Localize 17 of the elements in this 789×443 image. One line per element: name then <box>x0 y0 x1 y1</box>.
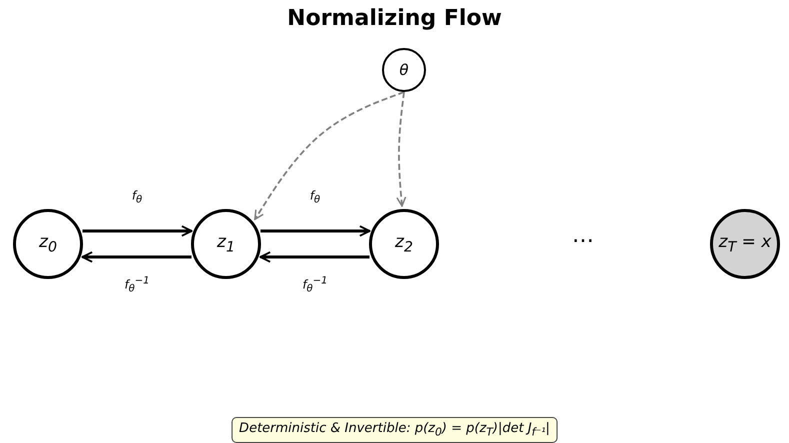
node-label: z$_{2}$ <box>395 232 413 256</box>
edge-label: f$_{θ}$ <box>308 188 322 206</box>
arrow <box>260 251 370 263</box>
edge-label: f$_{θ}$ <box>130 188 144 206</box>
arrow <box>260 225 370 237</box>
ellipsis: ⋯ <box>572 228 594 254</box>
arrow <box>82 251 192 263</box>
arrow <box>82 225 192 237</box>
caption-note: Deterministic & Invertible: p(z$_{0}$) = p(z$_{T}$)|det J$_{f⁻¹}$| <box>231 417 558 443</box>
node-label: z$_{0}$ <box>39 232 57 256</box>
node-label: z$_{1}$ <box>217 232 235 256</box>
arrow <box>396 92 406 207</box>
diagram-title: Normalizing Flow <box>287 6 502 31</box>
state-circle <box>382 48 426 92</box>
node-label: z$_{T}$ = x <box>718 232 772 256</box>
node-label: θ <box>399 61 409 79</box>
arrow <box>254 91 404 220</box>
